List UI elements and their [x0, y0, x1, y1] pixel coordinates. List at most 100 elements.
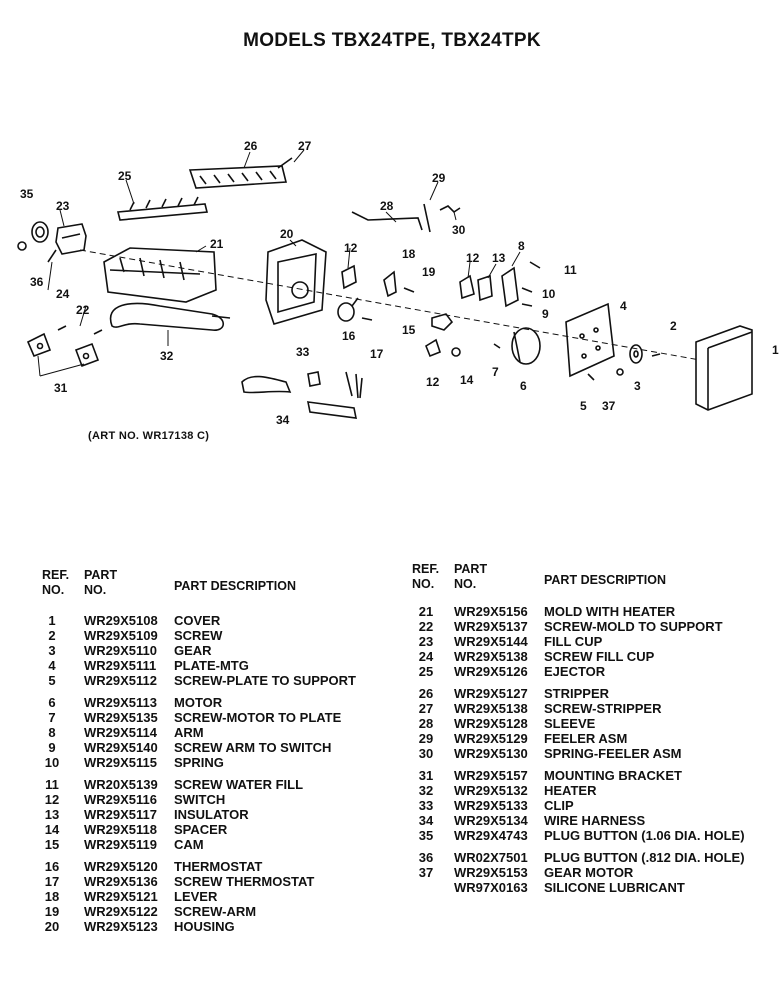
art-number: (ART NO. WR17138 C): [88, 430, 210, 442]
ref-number: 27: [418, 701, 434, 716]
ref-number: 1: [48, 613, 56, 628]
callout-27: 27: [298, 139, 312, 153]
mounting-bracket-part: [26, 332, 100, 368]
part-description: THERMOSTAT: [174, 859, 263, 874]
part-number: WR29X5118: [84, 822, 157, 837]
header-part: PART: [84, 568, 118, 582]
part-description: SPACER: [174, 822, 228, 837]
callout-24: 24: [56, 287, 70, 301]
screw-arm-part: [403, 287, 415, 293]
ref-number: 2: [48, 628, 56, 643]
part-number: WR29X5121: [84, 889, 158, 904]
part-description: CLIP: [544, 798, 574, 813]
part-number: WR29X5129: [454, 731, 528, 746]
stripper-screw-part: [277, 157, 293, 169]
ref-number: 34: [418, 813, 434, 828]
callout-12-a: 12: [344, 241, 358, 255]
part-description: SCREW THERMOSTAT: [174, 874, 315, 889]
heater-part: [109, 302, 231, 331]
ref-number: 16: [44, 859, 60, 874]
part-description: MOTOR: [174, 695, 223, 710]
ref-number: 26: [418, 686, 434, 701]
header-ref: REF.: [42, 568, 70, 582]
wire-harness-part: [241, 371, 363, 419]
ref-number: 36: [418, 850, 434, 865]
part-description: PLUG BUTTON (.812 DIA. HOLE): [544, 850, 745, 865]
part-description: HOUSING: [174, 919, 235, 934]
part-description: FEELER ASM: [544, 731, 628, 746]
callout-29: 29: [432, 171, 446, 185]
part-number: WR97X0163: [454, 880, 528, 895]
part-description: CAM: [174, 837, 204, 852]
ref-number: 29: [418, 731, 434, 746]
part-description: SPRING: [174, 755, 224, 770]
table-header: REF. NO. PART NO. PART DESCRIPTION: [38, 568, 378, 604]
table-row: 29 WR29X5129 FEELER ASM: [410, 731, 770, 746]
ref-number: 21: [418, 604, 434, 619]
ref-number: 19: [44, 904, 60, 919]
callout-34: 34: [276, 413, 290, 427]
part-description: SWITCH: [174, 792, 226, 807]
part-description: GEAR: [174, 643, 212, 658]
part-number: WR29X5108: [84, 613, 158, 628]
group-spacer: [410, 679, 770, 686]
callout-31: 31: [54, 381, 68, 395]
header-description: PART DESCRIPTION: [544, 573, 666, 587]
ref-number: 24: [418, 649, 434, 664]
callout-numbers: 1 2 3 4 5 6 7 8 9 10 11 12 12 12 13 14 1…: [20, 139, 779, 427]
group-spacer: [38, 688, 378, 695]
arm-screws-part: [521, 261, 541, 307]
ref-number: 9: [48, 740, 56, 755]
callout-32: 32: [160, 349, 174, 363]
callout-25: 25: [118, 169, 132, 183]
group-spacer: [38, 852, 378, 859]
thermostat-part: [337, 297, 359, 322]
gear-motor-part: [616, 368, 624, 376]
part-number: WR29X5119: [84, 837, 157, 852]
ref-number: 18: [44, 889, 60, 904]
page-title: MODELS TBX24TPE, TBX24TPK: [243, 30, 541, 51]
table-header: REF. NO. PART NO. PART DESCRIPTION: [410, 562, 770, 598]
ejector-part: [116, 196, 209, 221]
thermostat-screw-part: [361, 317, 373, 321]
callout-19: 19: [422, 265, 436, 279]
ref-number: 31: [418, 768, 434, 783]
ref-number: 10: [44, 755, 60, 770]
callout-35: 35: [20, 187, 34, 201]
cover-screw-part: [651, 353, 661, 357]
part-number: WR29X5115: [84, 755, 157, 770]
ref-number: 25: [418, 664, 434, 679]
part-description: SCREW-MOTOR TO PLATE: [174, 710, 342, 725]
part-description: SCREW-STRIPPER: [544, 701, 662, 716]
header-part-no: NO.: [84, 583, 107, 597]
part-number: WR29X5112: [84, 673, 157, 688]
part-number: WR29X5122: [84, 904, 158, 919]
group-spacer: [410, 843, 770, 850]
callout-18: 18: [402, 247, 416, 261]
lever-part: [383, 270, 397, 298]
ref-number: 14: [44, 822, 60, 837]
part-description: SCREW-ARM: [174, 904, 257, 919]
clip-part: [307, 371, 321, 387]
callout-1: 1: [772, 343, 779, 357]
callout-36: 36: [30, 275, 44, 289]
ref-number: 13: [44, 807, 60, 822]
